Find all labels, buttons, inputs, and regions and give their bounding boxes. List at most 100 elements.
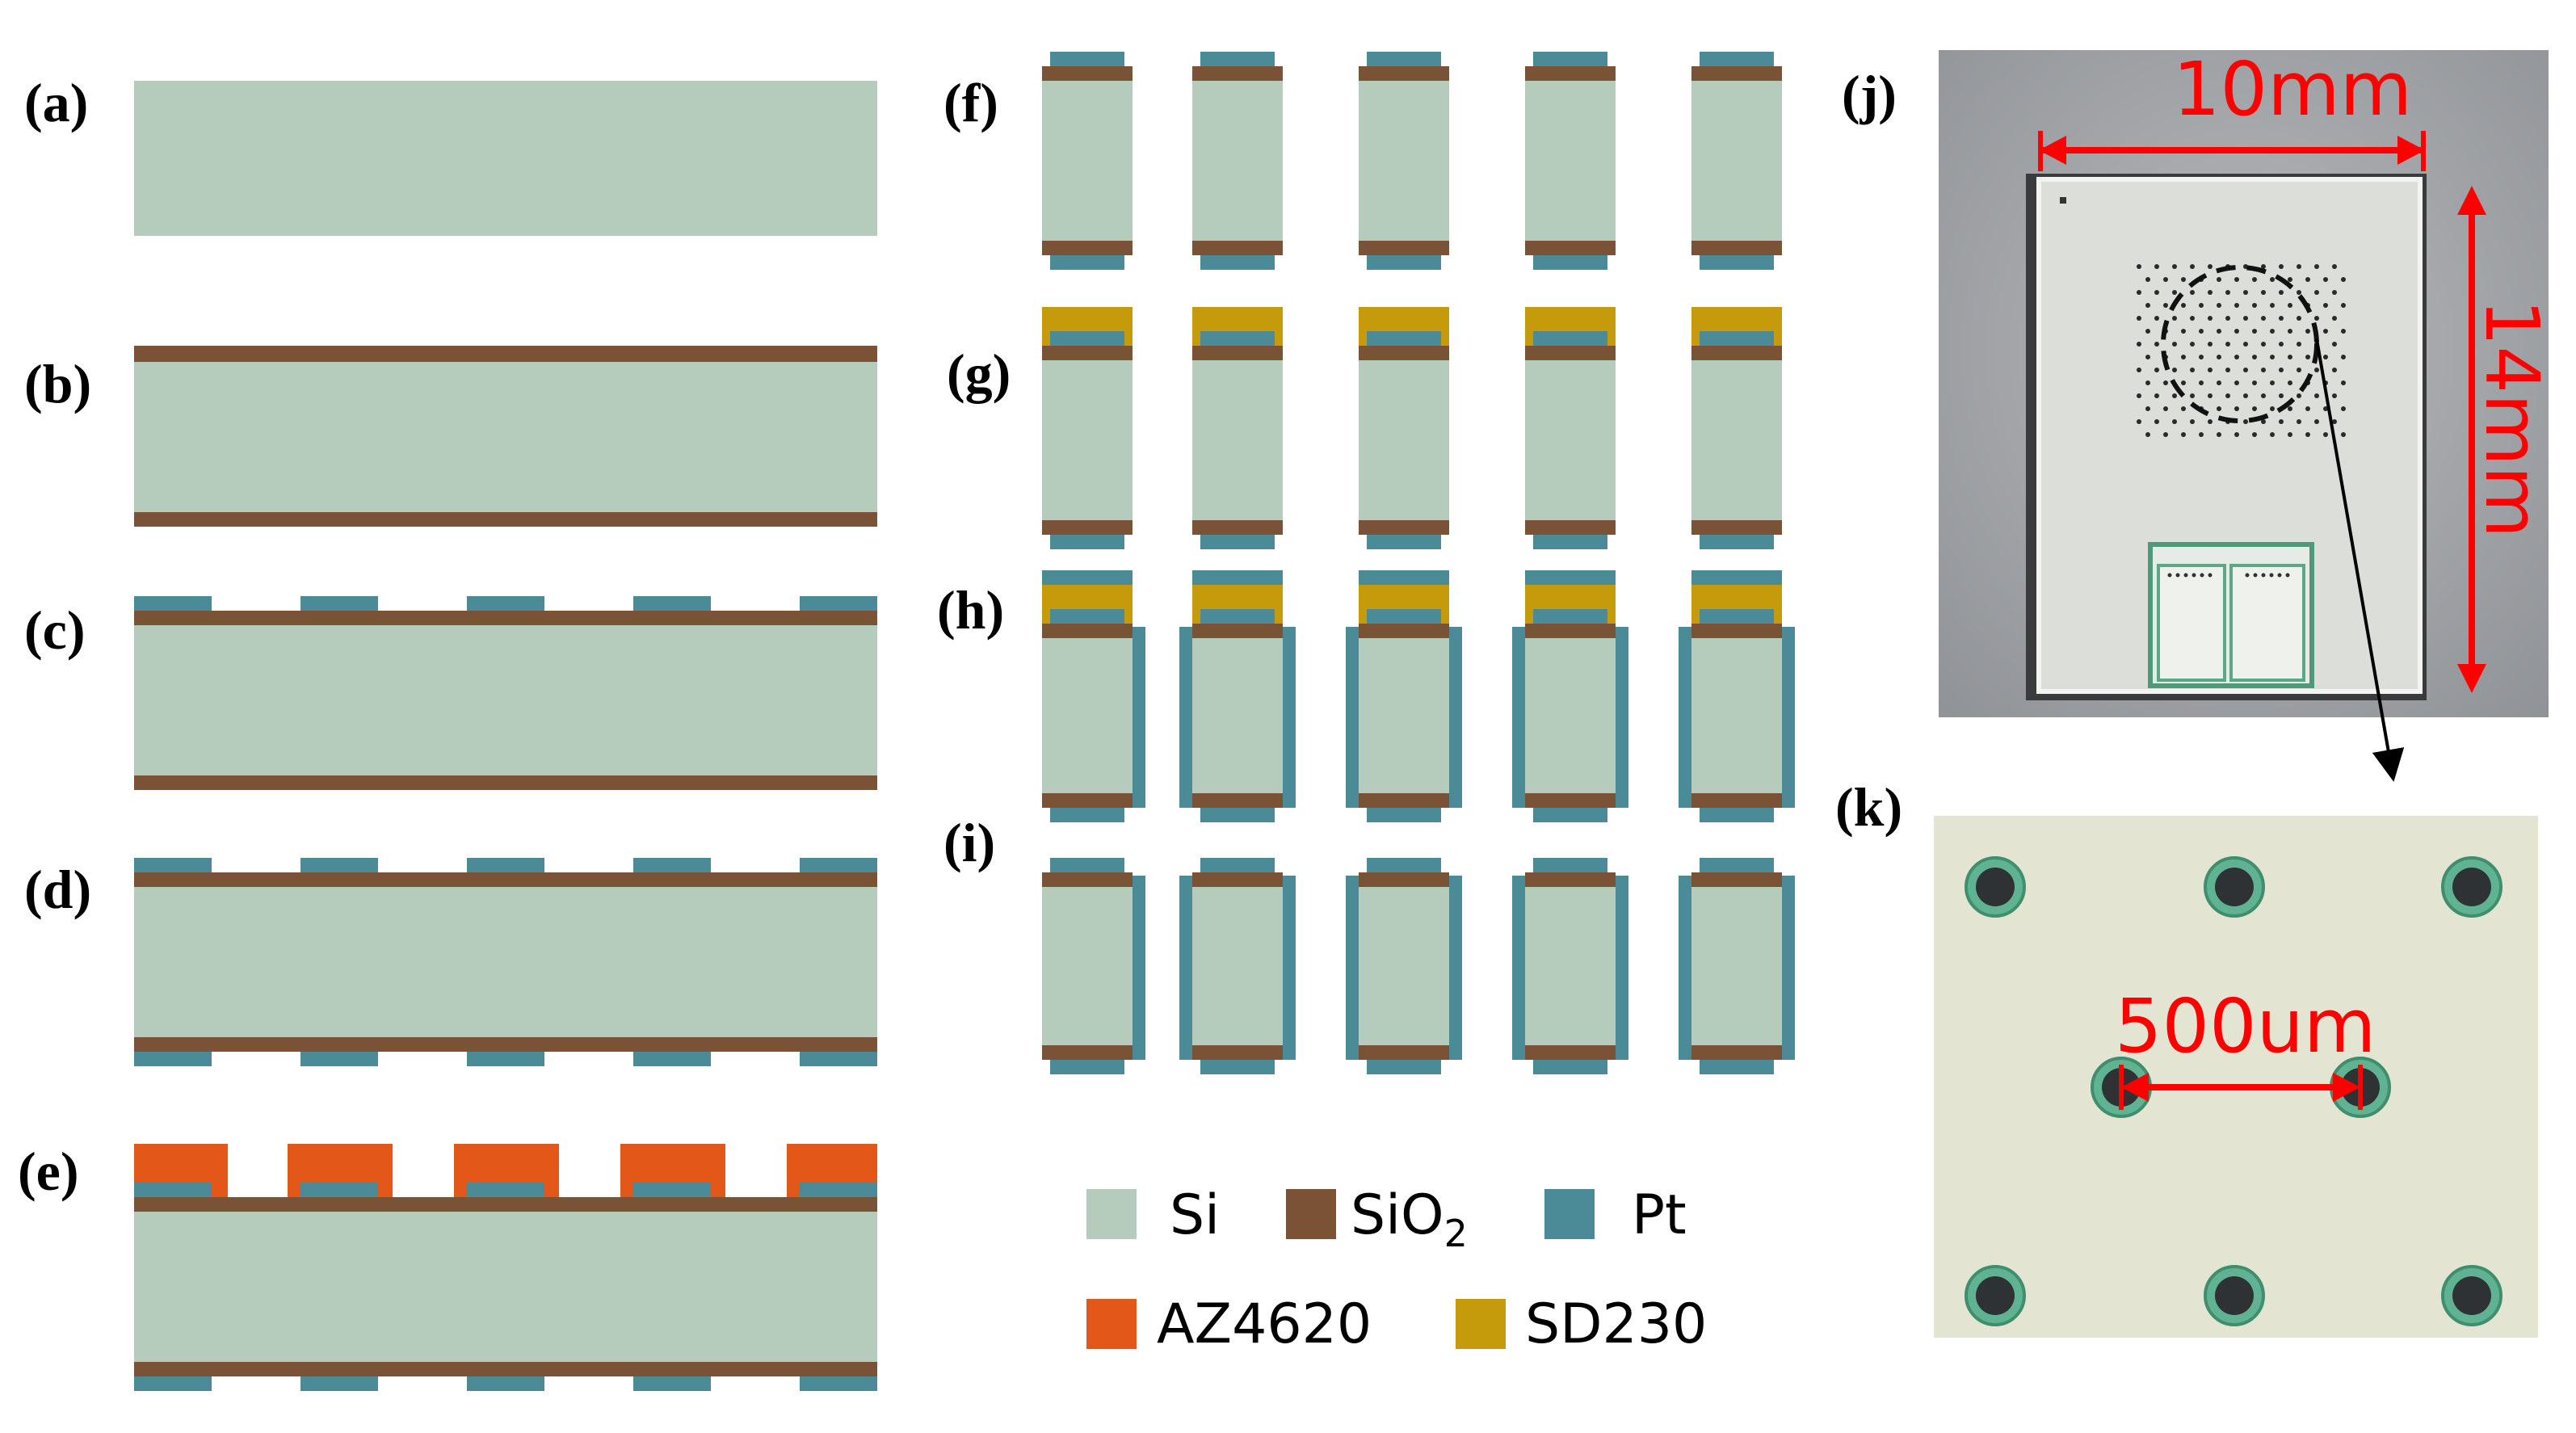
chip-electrode-dot — [2341, 303, 2346, 308]
electrode-core — [1976, 868, 2015, 906]
pt-electrode-bottom — [1700, 1060, 1774, 1074]
si-pillar — [1192, 360, 1283, 520]
chip-electrode-dot — [2181, 406, 2186, 411]
pad-contact-dot — [2253, 573, 2258, 578]
si-pillar — [1042, 360, 1133, 520]
chip-electrode-dot — [2323, 406, 2328, 411]
pt-electrode-bottom — [1700, 535, 1774, 549]
pad-contact-dot — [2175, 573, 2180, 578]
chip-electrode-dot — [2243, 393, 2248, 398]
pt-electrode-top — [1367, 52, 1441, 66]
chip-electrode-dot — [2190, 290, 2195, 295]
pt-electrode-bottom — [1050, 255, 1124, 270]
pitch-arrowhead-left — [2121, 1073, 2149, 1102]
pt-electrode-top — [1533, 609, 1607, 624]
sio2-top-layer — [1359, 346, 1449, 360]
sio2-bottom-layer — [134, 512, 877, 527]
sio2-bottom-layer — [1192, 520, 1283, 535]
chip-electrode-dot — [2297, 368, 2301, 372]
si-substrate — [134, 625, 877, 775]
chip-electrode-dot — [2279, 393, 2284, 398]
sio2-top-layer — [1192, 624, 1283, 638]
chip-electrode-dot — [2154, 393, 2159, 398]
chip-electrode-dot — [2234, 406, 2239, 411]
pt-pad-top — [633, 858, 711, 872]
sio2-top-layer — [134, 872, 877, 887]
pt-pad-top — [800, 858, 877, 872]
pt-electrode-top — [1700, 52, 1774, 66]
sio2-bottom-layer — [1525, 241, 1616, 255]
legend-swatch-si — [1086, 1189, 1137, 1239]
chip-electrode-dot — [2252, 329, 2257, 334]
sio2-top-layer — [1359, 872, 1449, 887]
chip-electrode-dot — [2181, 380, 2186, 385]
chip-electrode-dot — [2270, 406, 2275, 411]
chip-electrode-dot — [2154, 264, 2159, 269]
chip-electrode-dot — [2341, 432, 2346, 437]
chip-electrode-dot — [2199, 380, 2204, 385]
chip-electrode-dot — [2137, 290, 2141, 295]
legend-swatch-sio2 — [1286, 1189, 1336, 1239]
si-pillar — [1042, 638, 1133, 793]
pt-sidewall-right — [1782, 876, 1795, 1060]
chip-electrode-dot — [2252, 406, 2257, 411]
pt-pad-bottom — [633, 1376, 711, 1391]
chip-electrode-dot — [2181, 329, 2186, 334]
sio2-top-layer — [1042, 66, 1133, 81]
sio2-top-layer — [1691, 624, 1782, 638]
sio2-top-layer — [134, 346, 877, 362]
pt-sidewall-right — [1449, 876, 1462, 1060]
chip-electrode-dot — [2181, 303, 2186, 308]
chip-electrode-dot — [2163, 277, 2168, 282]
chip-electrode-dot — [2163, 432, 2168, 437]
chip-electrode-dot — [2172, 342, 2177, 347]
chip-pad-left — [2157, 564, 2226, 682]
pitch-arrowhead-right — [2333, 1073, 2360, 1102]
sio2-bottom-layer — [1359, 1045, 1449, 1060]
width-dimension-label: 10mm — [2173, 46, 2412, 132]
chip-electrode-dot — [2314, 368, 2319, 372]
pad-contact-dot — [2285, 573, 2290, 578]
chip-electrode-dot — [2145, 277, 2150, 282]
chip-pad-contacts — [2167, 573, 2290, 578]
pt-electrode-top — [1050, 609, 1124, 624]
sio2-bottom-layer — [1192, 793, 1283, 808]
pt-electrode-top — [1367, 331, 1441, 346]
pt-pad-bottom — [467, 1376, 544, 1391]
pt-sidewall-right — [1616, 876, 1628, 1060]
chip-electrode-dot — [2297, 419, 2301, 424]
chip-electrode-dot — [2172, 368, 2177, 372]
pt-electrode-bottom — [1533, 808, 1607, 822]
sio2-top-layer — [1359, 624, 1449, 638]
chip-electrode-dot — [2145, 355, 2150, 359]
sio2-top-layer — [1042, 346, 1133, 360]
legend-label-sd230: SD230 — [1525, 1292, 1707, 1356]
chip-electrode-dot — [2154, 419, 2159, 424]
chip-electrode-dot — [2270, 303, 2275, 308]
wafer-step-d — [134, 858, 877, 1066]
chip-electrode-dot — [2323, 277, 2328, 282]
si-pillar — [1691, 81, 1782, 241]
pad-contact-dot — [2261, 573, 2266, 578]
wafer-step-f — [1042, 52, 1782, 270]
si-pillar — [1042, 887, 1133, 1045]
pt-pad-bottom — [134, 1052, 212, 1066]
pt-electrode-bottom — [1200, 808, 1275, 822]
panel-label-b: (b) — [24, 353, 91, 414]
pt-pad-bottom — [134, 1376, 212, 1391]
chip-electrode-dot — [2332, 419, 2337, 424]
height-arrowhead-top — [2457, 186, 2486, 215]
chip-electrode-dot — [2288, 277, 2292, 282]
sio2-bottom-layer — [1192, 241, 1283, 255]
chip-electrode-dot — [2199, 355, 2204, 359]
chip-electrode-dot — [2145, 329, 2150, 334]
zoom-leader-arrow — [2315, 338, 2405, 782]
sio2-bottom-layer — [1359, 520, 1449, 535]
chip-electrode-dot — [2261, 393, 2266, 398]
pt-electrode-top — [1200, 52, 1275, 66]
width-arrowhead-left — [2039, 136, 2066, 165]
si-pillar — [1359, 638, 1449, 793]
pt-pad-top — [467, 596, 544, 611]
pt-sidewall-right — [1133, 627, 1145, 808]
pt-pad-bottom — [300, 1052, 378, 1066]
